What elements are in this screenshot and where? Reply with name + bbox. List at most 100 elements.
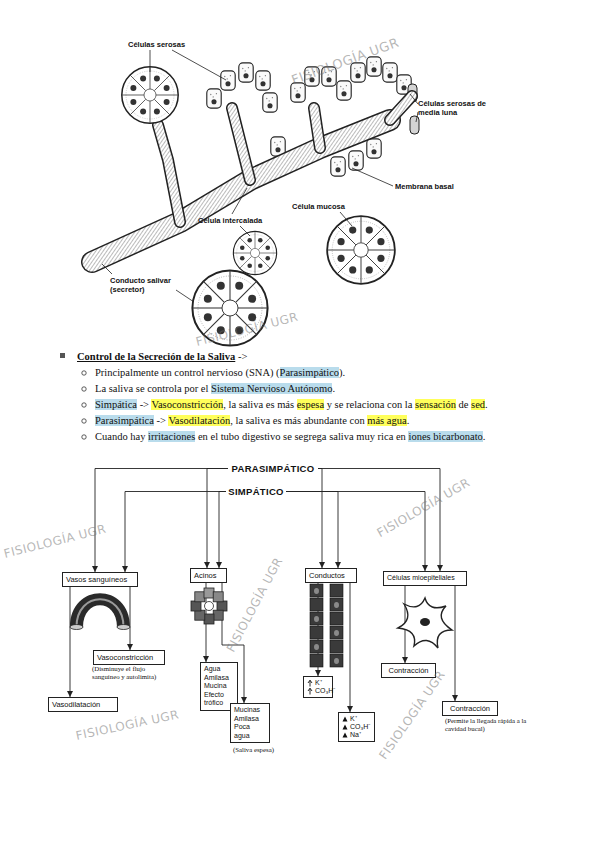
node-text: Agua Amilasa Mucina Efecto trófico [204, 665, 234, 708]
effect-box: Vasoconstricción(Disminuye el flujo sang… [93, 650, 165, 665]
watermark: FISIOLOGÍA UGR [290, 36, 401, 87]
body-text: . [332, 383, 335, 394]
node-text: Conductos [309, 571, 353, 580]
body-text: , la saliva es más [223, 399, 294, 410]
list-marker [60, 353, 86, 439]
node-text: Células mioepiteliales [387, 574, 463, 583]
list-marker [82, 435, 86, 439]
body-text: . [407, 415, 410, 426]
highlighted-text: Sistema Nervioso Autónomo [211, 383, 332, 394]
ion-arrow-symbol [341, 715, 349, 739]
secretory-cells [221, 71, 235, 90]
connector-arrow [70, 587, 71, 697]
list-marker [82, 419, 86, 423]
body-text: de [459, 399, 469, 410]
leader-line [150, 50, 151, 72]
vessel-illustration [77, 599, 124, 627]
duct-cells-illustration [334, 602, 339, 608]
highlighted-text: sensación [415, 399, 456, 410]
salivary-duct [158, 96, 412, 222]
acinus-illustration [191, 588, 227, 624]
highlighted-text: Vasoconstricción [151, 399, 223, 410]
duct-cells-illustration [310, 612, 323, 625]
body-text: ). [339, 367, 345, 378]
effect-box: Vasodilatación [48, 697, 118, 712]
vessel-illustration [70, 593, 130, 627]
body-text: -> [238, 351, 247, 362]
body-text: -> [140, 399, 149, 410]
bullet-line: Simpática -> Vasoconstricción, la saliva… [95, 398, 488, 411]
secretory-cells [383, 63, 397, 82]
duct-cells-illustration [330, 584, 343, 597]
node-note: (Saliva espesa) [233, 746, 283, 754]
effect-box: Contracción(Permite la llegada rápida a … [442, 701, 498, 716]
watermark: FISIOLOGÍA UGR [3, 523, 108, 560]
structure-box: Células mioepiteliales [383, 571, 467, 586]
duct-cells-illustration [330, 612, 343, 625]
body-text: La saliva se controla por el [95, 383, 208, 394]
leader-line [410, 94, 418, 104]
node-text: Contracción [446, 704, 494, 713]
duct-cells-illustration [330, 654, 343, 667]
duct-cells-illustration [330, 640, 343, 653]
body-text: en el tubo digestivo se segrega saliva m… [198, 431, 406, 442]
acinus-illustration [204, 614, 214, 624]
secretory-cells [349, 151, 363, 170]
ion-arrow [308, 688, 312, 694]
ion-box: K⁺ CO₃H⁻ Na⁺ [338, 712, 375, 742]
body-text: Cuando hay [95, 431, 145, 442]
highlighted-text: Parasimpático [280, 367, 339, 378]
acinus-section [327, 216, 395, 284]
node-text: Acinos [194, 571, 223, 580]
highlighted-text: Parasimpática [95, 415, 154, 426]
highlighted-text: iones bicarbonato [408, 431, 482, 442]
highlighted-text: espesa [297, 399, 324, 410]
connector-arrow [207, 469, 228, 569]
duct-cells-illustration [310, 584, 343, 667]
node-text: Contracción [385, 666, 432, 675]
node-text: K⁺ CO₃H⁻ Na⁺ [350, 715, 372, 739]
list-marker [82, 403, 86, 407]
ion-arrow [308, 680, 312, 686]
acinus-illustration [195, 610, 205, 620]
duct-cells-illustration [334, 630, 339, 636]
body-text: y se relaciona con la [327, 399, 413, 410]
acinus-illustration [191, 601, 201, 611]
secretory-cells [331, 157, 345, 176]
node-text: Vasos sanguíneos [66, 575, 134, 584]
leader-line [176, 290, 194, 302]
highlighted-text: Vasodilatación [168, 415, 230, 426]
secretory-cells [263, 93, 277, 112]
acinus-illustration [204, 588, 214, 598]
connector-arrow [95, 469, 228, 573]
leader-line [416, 112, 418, 122]
vessel-illustration [70, 593, 130, 629]
myoepithelial-illustration [398, 598, 452, 648]
highlighted-text: Simpática [95, 399, 137, 410]
node-text: Mucinas Amilasa Poca agua [234, 706, 266, 740]
highlighted-text: irritaciones [148, 431, 195, 442]
watermark: FISIOLOGÍA UGR [225, 555, 285, 653]
acinus-illustration [205, 602, 214, 611]
connector-arrow [125, 492, 226, 573]
leader-line [232, 188, 247, 214]
acinus-section [122, 67, 395, 346]
salivary-duct [158, 96, 412, 222]
bullet-line: Parasimpática -> Vasodilatación, la sali… [95, 414, 409, 427]
part-label: Células serosas de media luna [418, 99, 490, 117]
list-marker [82, 371, 86, 439]
structure-box: Acinos [190, 568, 227, 583]
connector-arrow [455, 586, 456, 702]
leader-line [102, 264, 112, 274]
secretory-cells [367, 57, 381, 76]
node-text: K⁺ CO₃H⁻ [315, 679, 330, 695]
duct-cells-illustration [310, 584, 343, 667]
effect-box: Mucinas Amilasa Poca agua(Saliva espesa) [230, 703, 270, 743]
leader-line [340, 212, 352, 226]
node-note: (Permite la llegada rápida a la cavidad … [445, 717, 549, 733]
part-label: Membrana basal [395, 182, 454, 191]
gland-illustration [0, 0, 599, 350]
vessel-illustration [117, 625, 130, 630]
